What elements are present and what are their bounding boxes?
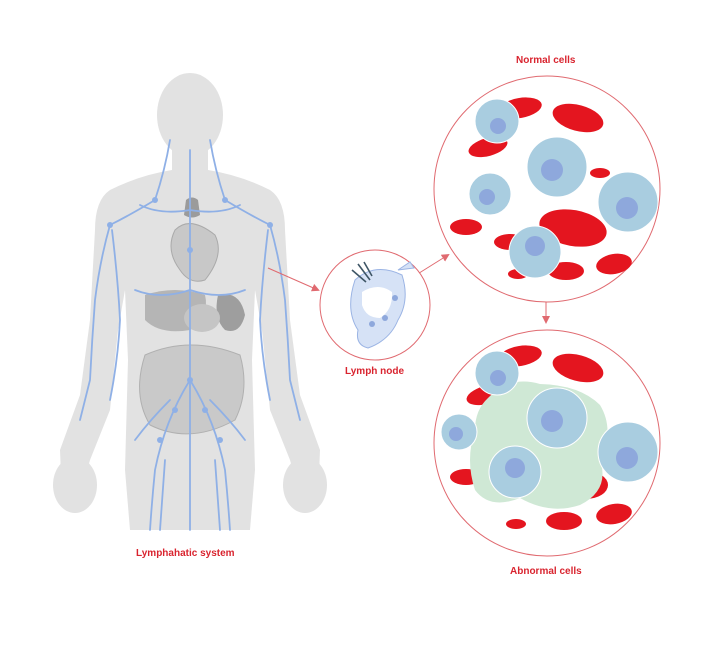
lymph-node-label: Lymph node <box>345 366 405 377</box>
white-blood-cells-abnormal <box>440 350 659 499</box>
lymphatic-system-label: Lymphahatic system <box>136 548 235 559</box>
normal-cells-view <box>433 75 661 303</box>
thyroid <box>184 197 200 218</box>
arrow-body-to-node <box>267 267 320 292</box>
lymph-vessels <box>79 139 301 531</box>
intestines <box>139 344 245 435</box>
abnormal-cells-label: Abnormal cells <box>510 566 582 577</box>
heart <box>170 223 219 282</box>
lymph-node-dots <box>107 197 273 443</box>
lymph-node-illustration <box>319 249 431 361</box>
normal-cells-label: Normal cells <box>516 55 576 66</box>
stomach <box>184 304 220 332</box>
spleen <box>216 294 245 331</box>
white-blood-cells <box>468 98 659 279</box>
red-blood-cells <box>450 97 632 280</box>
abnormal-cells-view <box>433 329 661 557</box>
